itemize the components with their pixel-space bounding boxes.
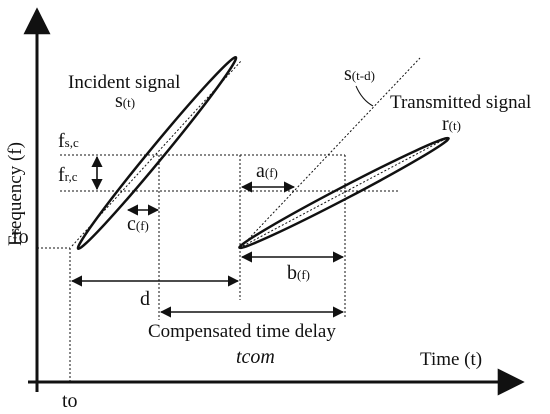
y-axis-label: Frequency (f) (5, 142, 26, 246)
b-label: b(f) (287, 262, 310, 284)
to-label: to (62, 390, 78, 412)
delayed-signal-line (239, 57, 421, 249)
transmitted-title: Transmitted signal (390, 92, 531, 113)
fsc-label: fs,c (58, 130, 79, 152)
delayed-signal-symbol: s(t-d) (344, 63, 375, 85)
a-label: a(f) (256, 160, 278, 182)
fo-label: fo (12, 226, 29, 248)
x-axis-label: Time (t) (420, 349, 482, 370)
frc-label: fr,c (58, 164, 78, 186)
d-label: d (140, 288, 150, 310)
incident-signal (71, 55, 243, 251)
tcom-label: tcom (236, 346, 275, 368)
transmitted-symbol: r(t) (442, 113, 461, 135)
incident-symbol: s(t) (115, 90, 135, 112)
transmitted-signal (238, 136, 450, 250)
incident-title: Incident signal (68, 72, 180, 93)
c-label: c(f) (127, 213, 149, 235)
delayed-label-pointer (355, 85, 374, 107)
compensated-delay-label: Compensated time delay (148, 321, 336, 342)
